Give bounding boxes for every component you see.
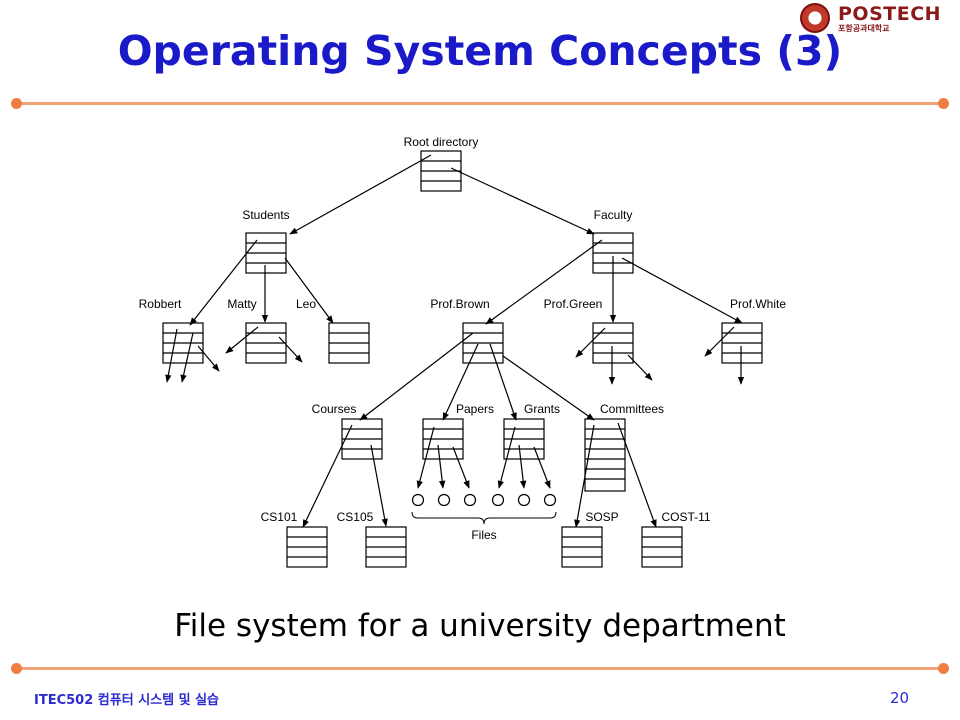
figure-caption: File system for a university department [174, 608, 786, 644]
bottom-divider [16, 667, 944, 670]
dir-leo [328, 322, 370, 364]
files-brace [411, 511, 557, 525]
dir-prof-white [721, 322, 763, 364]
label-cs105: CS105 [337, 510, 374, 524]
logo-text: POSTECH [838, 3, 942, 25]
label-matty: Matty [227, 297, 256, 311]
bottom-divider-left-dot [11, 663, 22, 674]
slide-title: Operating System Concepts (3) [117, 27, 843, 75]
dir-grants [503, 418, 545, 460]
label-prof-brown: Prof.Brown [430, 297, 489, 311]
label-sosp: SOSP [585, 510, 618, 524]
postech-logo: POSTECH 포항공과대학교 [800, 3, 950, 35]
file-node [543, 493, 557, 507]
top-divider-right-dot [938, 98, 949, 109]
file-node [491, 493, 505, 507]
dir-papers [422, 418, 464, 460]
dir-sosp [561, 526, 603, 568]
label-students: Students [242, 208, 289, 222]
dir-students [245, 232, 287, 274]
dir-root [420, 150, 462, 192]
label-root-directory: Root directory [404, 135, 479, 149]
dir-cs105 [365, 526, 407, 568]
dir-committees [584, 418, 626, 492]
edges [165, 154, 745, 528]
label-grants: Grants [524, 402, 560, 416]
logo-subtext: 포항공과대학교 [838, 24, 890, 33]
label-robbert: Robbert [139, 297, 182, 311]
dir-robbert [162, 322, 204, 364]
dir-cs101 [286, 526, 328, 568]
label-prof-green: Prof.Green [544, 297, 603, 311]
file-nodes [411, 493, 557, 507]
top-divider [16, 102, 944, 105]
dir-prof-green [592, 322, 634, 364]
dir-courses [341, 418, 383, 460]
label-cost11: COST-11 [661, 510, 710, 524]
label-committees: Committees [600, 402, 664, 416]
label-prof-white: Prof.White [730, 297, 786, 311]
label-courses: Courses [312, 402, 357, 416]
dir-cost11 [641, 526, 683, 568]
bottom-divider-right-dot [938, 663, 949, 674]
label-faculty: Faculty [594, 208, 633, 222]
file-node [517, 493, 531, 507]
label-files: Files [471, 528, 496, 542]
file-node [411, 493, 425, 507]
label-leo: Leo [296, 297, 316, 311]
page-number: 20 [890, 689, 910, 707]
dir-prof-brown [462, 322, 504, 364]
top-divider-left-dot [11, 98, 22, 109]
file-node [437, 493, 451, 507]
file-node [463, 493, 477, 507]
postech-seal-icon [800, 3, 830, 33]
footer-course-name: ITEC502 컴퓨터 시스템 및 실습 [34, 693, 220, 708]
label-cs101: CS101 [261, 510, 298, 524]
label-papers: Papers [456, 402, 494, 416]
dir-matty [245, 322, 287, 364]
